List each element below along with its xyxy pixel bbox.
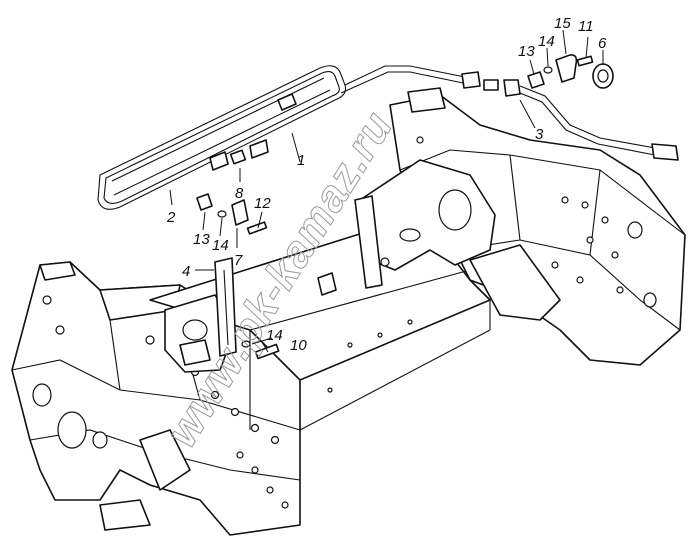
fastener-group-top (527, 54, 614, 89)
leader-line-2 (169, 189, 173, 206)
callout-14c: 14 (266, 327, 283, 344)
leader-line-15 (562, 29, 567, 55)
callout-14a: 14 (212, 237, 229, 254)
left-support-casting (164, 294, 236, 373)
callout-4: 4 (182, 263, 190, 280)
leader-line-14c (251, 337, 273, 345)
callout-15: 15 (554, 15, 571, 32)
leader-line-13b (529, 59, 535, 75)
leader-line-1 (291, 132, 301, 163)
callout-3: 3 (535, 126, 544, 143)
leader-line-14b (546, 47, 549, 67)
leader-line-12 (257, 211, 263, 229)
callout-13a: 13 (193, 231, 210, 248)
callout-11: 11 (578, 18, 594, 35)
leader-line-11 (585, 36, 589, 59)
callout-1: 1 (297, 152, 305, 169)
right-frame-member (389, 87, 686, 366)
callout-2: 2 (166, 209, 176, 226)
callout-7: 7 (234, 252, 243, 269)
leader-line-3 (519, 99, 536, 129)
support-casting (359, 159, 496, 271)
bracket-4 (214, 257, 237, 357)
callout-13b: 13 (518, 43, 535, 60)
leader-line-10 (261, 341, 269, 353)
small-block (317, 272, 337, 296)
callout-12: 12 (254, 195, 271, 212)
leader-line-13a (202, 211, 206, 231)
callout-6: 6 (598, 35, 607, 52)
callout-8: 8 (235, 185, 244, 202)
callout-10: 10 (290, 337, 307, 354)
pipe-1-fittings (209, 93, 297, 171)
pipe-3 (409, 65, 679, 161)
leader-line-14a (219, 217, 223, 237)
callout-14b: 14 (538, 33, 555, 50)
bracket-5 (354, 195, 383, 289)
fastener-group-left (196, 193, 268, 235)
